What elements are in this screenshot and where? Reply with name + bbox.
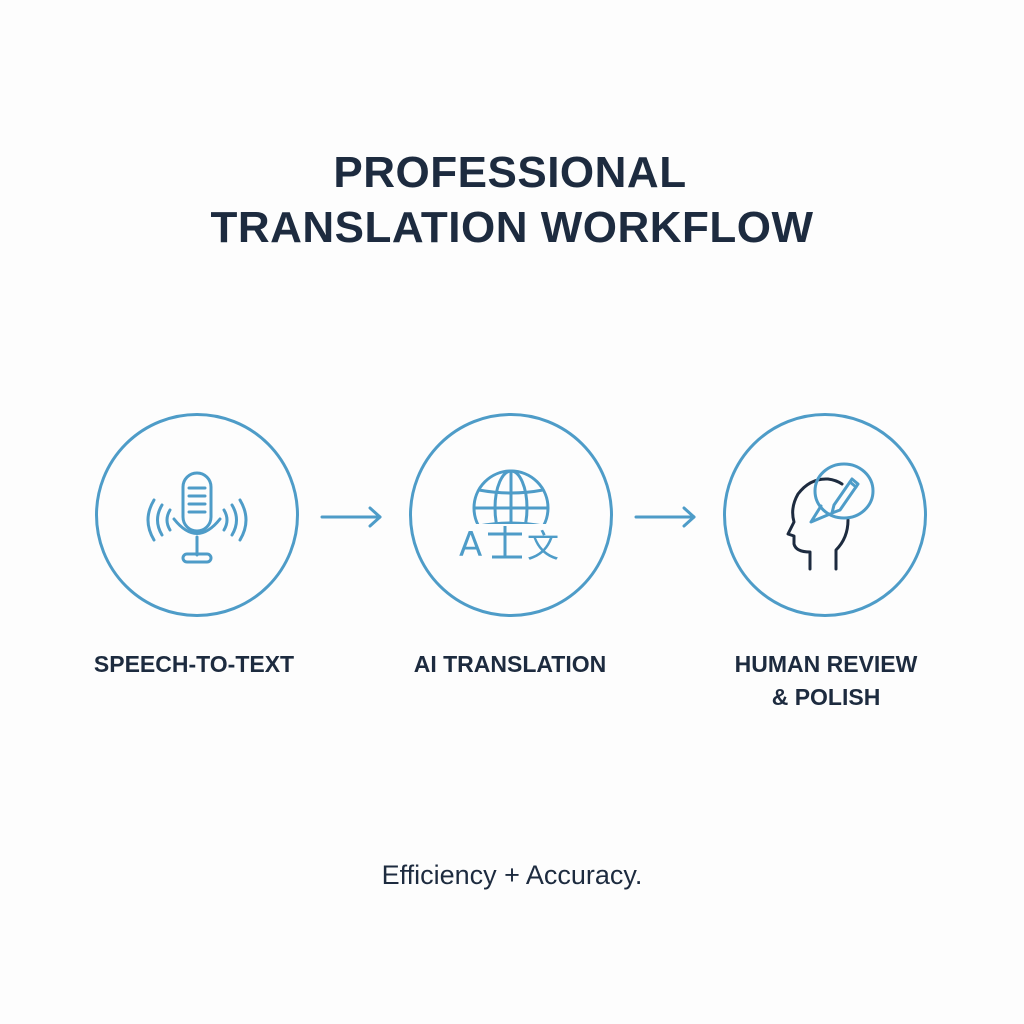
- stage-label-human-review-line-2: & POLISH: [771, 684, 881, 710]
- title-line-2: TRANSLATION WORKFLOW: [210, 203, 814, 252]
- stage-label-ai-translation: AI TRANSLATION: [413, 651, 607, 677]
- arrow-right-icon: [634, 506, 696, 528]
- stage-ai-translation-circle: A 文: [409, 413, 613, 617]
- arrow-right-icon: [320, 506, 382, 528]
- globe-translate-icon: A 文: [456, 469, 566, 565]
- icon-cjk-glyph: 文: [527, 527, 559, 565]
- human-head-pen-icon: [786, 462, 875, 571]
- tagline: Efficiency + Accuracy.: [381, 860, 643, 890]
- microphone-icon: [146, 471, 248, 564]
- title-line-1: PROFESSIONAL: [333, 148, 687, 197]
- stage-human-review-circle: [723, 413, 927, 617]
- stage-speech-to-text-circle: [95, 413, 299, 617]
- icon-letter-a: A: [459, 525, 482, 565]
- stage-label-speech-to-text: SPEECH-TO-TEXT: [93, 651, 295, 677]
- stage-label-human-review: HUMAN REVIEW & POLISH: [676, 648, 976, 714]
- stage-label-human-review-line-1: HUMAN REVIEW: [734, 651, 918, 677]
